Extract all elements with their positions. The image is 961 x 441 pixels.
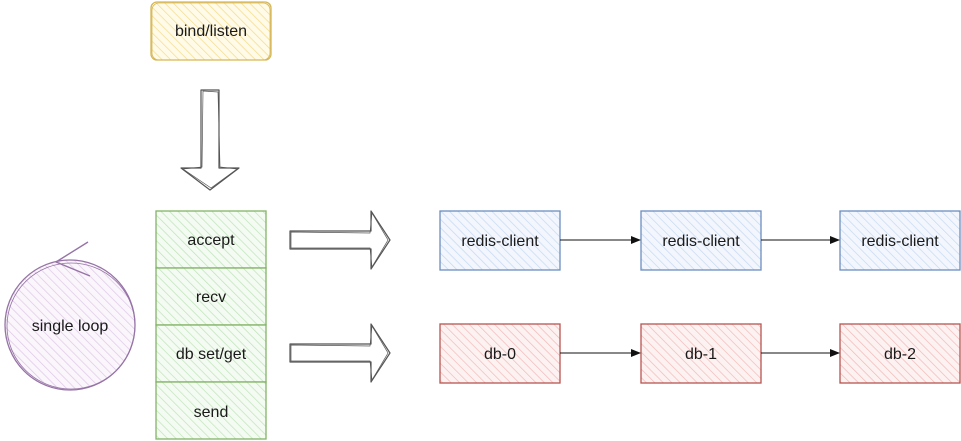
- bind-listen-label: bind/listen: [175, 23, 247, 40]
- db-label-1: db-1: [685, 346, 717, 363]
- stack-cell-accept: [155, 210, 267, 269]
- db-label-2: db-2: [884, 346, 916, 363]
- single-loop-label: single loop: [32, 318, 109, 335]
- client-label-2: redis-client: [662, 233, 740, 250]
- stack-item-accept: accept: [187, 232, 235, 249]
- block-arrow-to-clients: [289, 210, 391, 270]
- block-arrow-to-dbs: [289, 323, 391, 383]
- stack-cell-recv: [155, 267, 267, 326]
- db-box-2: [839, 323, 961, 384]
- bind-listen-box: bind/listen: [150, 1, 272, 61]
- stack-cell-db: [155, 324, 267, 383]
- db-label-0: db-0: [484, 346, 516, 363]
- db-row: db-0 db-1 db-2: [439, 323, 961, 384]
- db-box-0: [439, 323, 561, 384]
- client-row: redis-client redis-client redis-client: [439, 210, 961, 271]
- client-label-3: redis-client: [861, 233, 939, 250]
- single-loop-circle: single loop: [4, 241, 136, 391]
- loop-arrow-icon: [55, 241, 91, 277]
- stack-item-recv: recv: [196, 289, 226, 306]
- stack-item-send: send: [194, 404, 229, 421]
- stack-cell-send: [155, 381, 267, 440]
- db-box-1: [640, 323, 762, 384]
- client-box-3: [839, 210, 961, 271]
- down-arrow: [180, 89, 240, 191]
- event-loop-stack: accept recv db set/get send: [155, 210, 267, 440]
- stack-item-db-set-get: db set/get: [176, 346, 247, 363]
- client-label-1: redis-client: [461, 233, 539, 250]
